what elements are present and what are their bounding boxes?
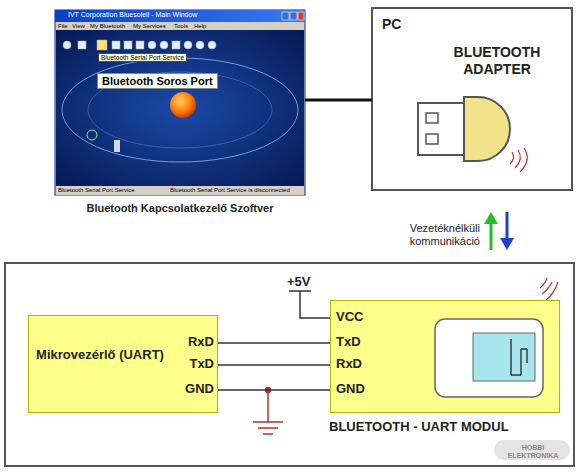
pin-name: RxD	[176, 335, 214, 350]
circuit-frame	[5, 263, 574, 466]
pc-title: PC	[382, 16, 401, 32]
menu-item: Help	[194, 23, 206, 30]
pc-frame	[372, 8, 572, 190]
port-text: Bluetooth Soros Port	[102, 75, 213, 87]
window-title: IVT Corporation Bluesoleil - Main Window	[68, 11, 197, 19]
bt-uart-module: BLUETOOTH - UART MODUL	[330, 300, 560, 413]
menu-item: My Services	[133, 23, 166, 30]
module-caption: BLUETOOTH - UART MODUL	[329, 419, 509, 434]
signal-wire	[218, 342, 330, 344]
software-window: Bluetooth Kapcsolatkezelő SzoftverBlueto…	[55, 10, 305, 195]
module-chip	[431, 315, 551, 405]
wireless-arrows	[484, 212, 514, 250]
menu-item: File	[58, 23, 68, 30]
pin-name: RxD	[336, 357, 362, 372]
wireless-label: Vezetéknélküli kommunikáció	[392, 222, 480, 247]
bluetooth-adapter	[418, 97, 527, 172]
tooltip: Bluetooth Serial Port Service	[98, 53, 187, 62]
port-label: Bluetooth Soros Port	[97, 73, 218, 89]
supply-label: +5V	[287, 275, 311, 290]
signal-wire	[218, 389, 330, 391]
ground-symbol	[253, 388, 283, 435]
pin-name: TxD	[176, 357, 214, 372]
pc-box: PC BLUETOOTH ADAPTER	[372, 8, 572, 190]
pin-name: GND	[176, 382, 214, 397]
watermark-badge	[494, 440, 570, 460]
supply-wire	[289, 291, 330, 318]
window-caption: Bluetooth Kapcsolatkezelő Szoftver	[35, 202, 325, 214]
mcu-title: Mikrovezérlő (UART)	[35, 346, 165, 363]
menu-item: My Bluetooth	[90, 23, 125, 30]
menu-item: View	[72, 23, 85, 30]
pin-name: VCC	[336, 310, 363, 325]
watermark: HOBBI ELEKTRONIKA	[498, 444, 568, 460]
status-text: Bluetooth Serial Port Service	[58, 187, 135, 194]
usb-cable	[305, 99, 372, 102]
status-text: Bluetooth Serial Port Service is disconn…	[170, 187, 290, 194]
adapter-title: BLUETOOTH ADAPTER	[442, 44, 552, 78]
pin-name: TxD	[336, 335, 361, 350]
signal-wire	[218, 364, 330, 366]
radio-waves	[540, 278, 558, 300]
menu-item: Tools	[174, 23, 188, 30]
pin-name: GND	[336, 382, 365, 397]
software-window	[55, 10, 305, 195]
